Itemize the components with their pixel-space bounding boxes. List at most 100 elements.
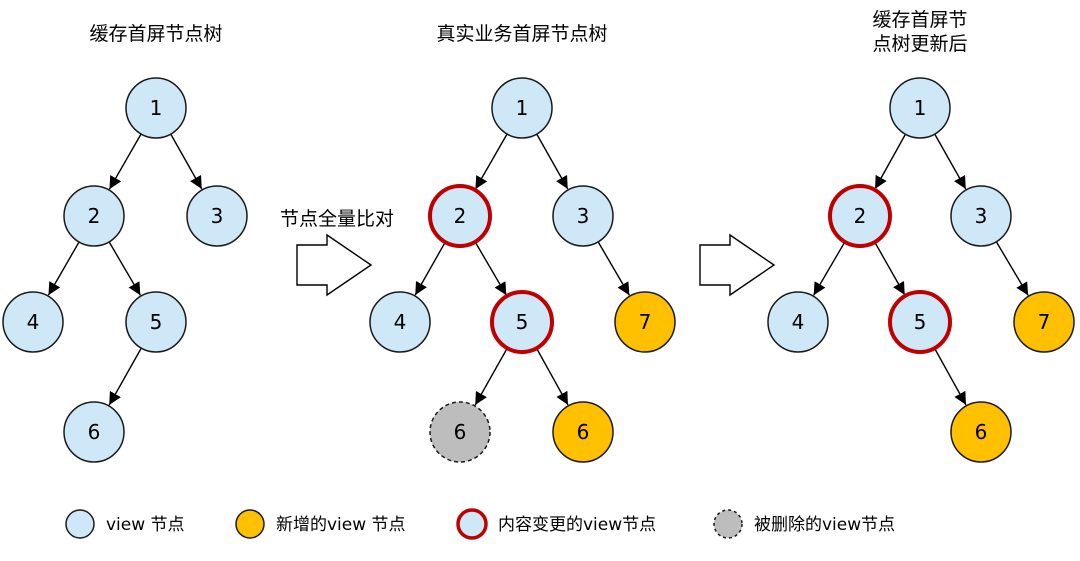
node-circle: [828, 184, 892, 248]
tree-edge: [597, 241, 630, 296]
node-label: 1: [914, 96, 927, 120]
node-label: 4: [394, 310, 407, 334]
tree-edge: [474, 241, 507, 296]
legend-item-added: 新增的view 节点: [235, 509, 406, 539]
node-circle: [63, 185, 125, 247]
node-label: 2: [854, 204, 867, 228]
tree-node-added: 6: [552, 401, 614, 463]
legend-swatch: [713, 509, 743, 539]
node-circle: [888, 290, 952, 354]
tree-edge: [414, 241, 446, 296]
node-label: 7: [1038, 310, 1051, 334]
tree-node-normal: 1: [889, 77, 951, 139]
legend-label: 新增的view 节点: [276, 515, 406, 535]
tree-node-deleted: 6: [429, 401, 491, 463]
node-label: 3: [577, 204, 590, 228]
node-label: 1: [150, 96, 163, 120]
tree-edge: [108, 133, 142, 190]
tree-node-normal: 1: [125, 77, 187, 139]
process-arrow-update: [699, 233, 776, 297]
tree-node-normal: 3: [186, 185, 248, 247]
node-circle: [63, 401, 125, 463]
node-circle: [552, 185, 614, 247]
tree-node-normal: 5: [125, 291, 187, 353]
tree-edge: [474, 133, 508, 190]
node-label: 6: [577, 420, 590, 444]
node-circle: [125, 291, 187, 353]
node-label: 6: [975, 420, 988, 444]
node-circle: [490, 290, 554, 354]
legend-label: 内容变更的view节点: [498, 515, 656, 535]
node-circle: [428, 184, 492, 248]
tree-edge: [474, 347, 508, 406]
node-label: 4: [27, 310, 40, 334]
tree-node-normal: 3: [552, 185, 614, 247]
node-label: 5: [516, 310, 529, 334]
node-label: 6: [88, 420, 101, 444]
legend-item-deleted: 被删除的view节点: [713, 509, 895, 539]
legend-item-normal: view 节点: [65, 509, 185, 539]
tree-edge: [874, 241, 906, 296]
legend-swatch: [456, 508, 488, 540]
node-circle: [429, 401, 491, 463]
node-circle: [1013, 291, 1075, 353]
node-circle: [950, 185, 1012, 247]
node-circle: [950, 401, 1012, 463]
node-label: 2: [88, 204, 101, 228]
tree-edge: [170, 133, 203, 190]
tree-node-added: 7: [614, 291, 676, 353]
node-circle: [491, 77, 553, 139]
node-label: 5: [914, 310, 927, 334]
tree-title-updated: 缓存首屏节: [872, 9, 967, 31]
legend-swatch: [235, 509, 265, 539]
tree-title-cached: 缓存首屏节点树: [89, 23, 222, 45]
node-circle: [2, 291, 64, 353]
tree-node-changed: 2: [828, 184, 892, 248]
node-label: 5: [150, 310, 163, 334]
tree-edge: [535, 347, 569, 406]
node-circle: [614, 291, 676, 353]
process-arrow-compare: [296, 233, 373, 297]
tree-node-normal: 3: [950, 185, 1012, 247]
tree-node-normal: 1: [491, 77, 553, 139]
legend-label: 被删除的view节点: [754, 515, 895, 535]
tree-node-normal: 2: [63, 185, 125, 247]
tree-node-normal: 6: [63, 401, 125, 463]
node-circle: [125, 77, 187, 139]
tree-node-changed: 2: [428, 184, 492, 248]
legend-label: view 节点: [106, 515, 185, 535]
tree-node-changed: 5: [888, 290, 952, 354]
tree-edge: [108, 347, 142, 406]
tree-node-normal: 4: [369, 291, 431, 353]
node-circle: [186, 185, 248, 247]
tree-node-normal: 4: [767, 291, 829, 353]
node-circle: [767, 291, 829, 353]
tree-edge: [934, 133, 967, 190]
tree-title-updated: 点树更新后: [872, 33, 967, 55]
tree-edge: [536, 133, 569, 190]
tree-node-changed: 5: [490, 290, 554, 354]
legend-swatch: [65, 509, 95, 539]
node-circle: [889, 77, 951, 139]
tree-edge: [874, 133, 907, 190]
tree-edge: [933, 347, 967, 406]
node-label: 6: [454, 420, 467, 444]
tree-edge: [108, 241, 141, 296]
legend-item-changed: 内容变更的view节点: [456, 508, 656, 540]
node-label: 1: [516, 96, 529, 120]
node-label: 7: [639, 310, 652, 334]
node-label: 4: [792, 310, 805, 334]
tree-node-added: 7: [1013, 291, 1075, 353]
tree-node-normal: 4: [2, 291, 64, 353]
node-label: 3: [975, 204, 988, 228]
tree-edge: [47, 241, 80, 296]
tree-edge: [813, 241, 846, 296]
node-label: 3: [211, 204, 224, 228]
tree-node-added: 6: [950, 401, 1012, 463]
arrow-label-compare: 节点全量比对: [280, 208, 394, 230]
node-circle: [369, 291, 431, 353]
node-label: 2: [454, 204, 467, 228]
tree-edge: [995, 241, 1029, 296]
node-circle: [552, 401, 614, 463]
